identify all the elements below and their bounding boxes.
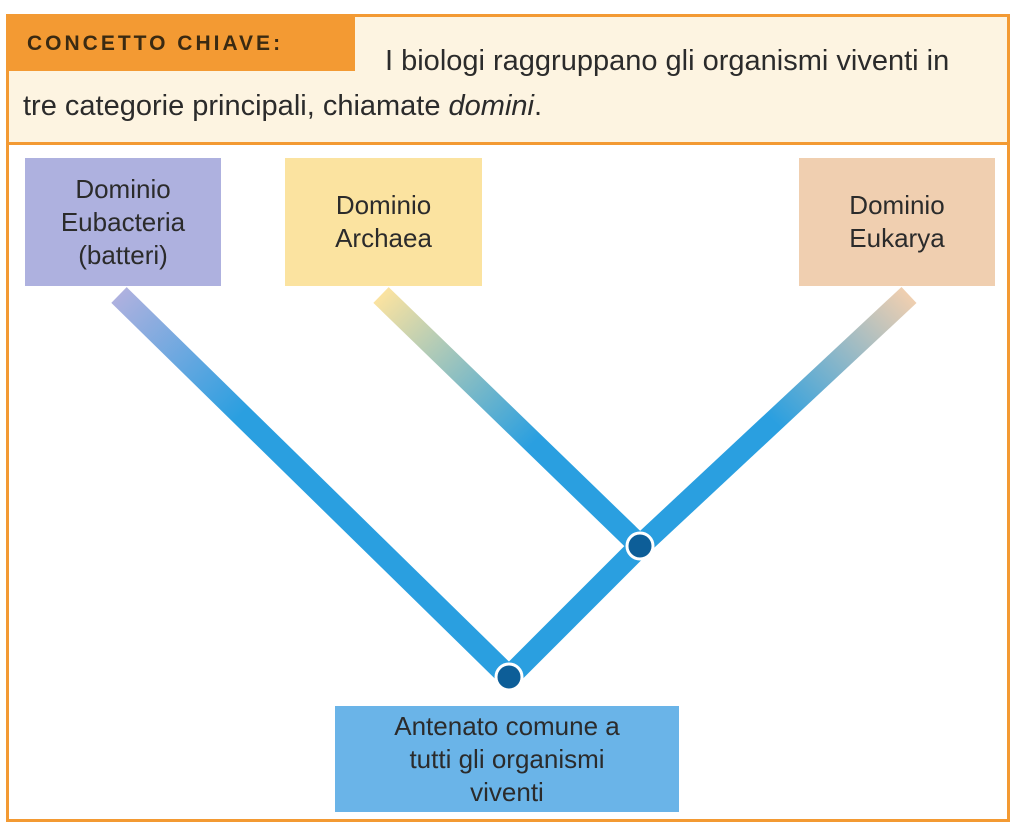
node-common-ancestor (494, 662, 524, 692)
key-concept-panel: CONCETTO CHIAVE: I biologi raggruppano g… (9, 17, 1007, 145)
diagram-frame: CONCETTO CHIAVE: I biologi raggruppano g… (6, 14, 1010, 822)
key-concept-tag: CONCETTO CHIAVE: (9, 17, 355, 71)
branch-archaea (373, 287, 648, 554)
branch-eubacteria (111, 287, 517, 685)
domain-box-eukarya: Dominio Eukarya (799, 158, 995, 286)
key-concept-emphasis: domini (448, 90, 534, 122)
key-concept-text-end: . (533, 90, 543, 122)
key-concept-text-main: I biologi raggruppano gli organismi vive… (23, 45, 950, 122)
phylogenetic-tree (111, 286, 917, 692)
domain-box-archaea: Dominio Archaea (285, 158, 482, 286)
node-archaea-eukarya (625, 531, 655, 561)
domain-box-eubacteria: Dominio Eubacteria (batteri) (25, 158, 221, 286)
branch-trunk (501, 538, 648, 685)
common-ancestor-box: Antenato comune a tutti gli organismi vi… (335, 706, 679, 812)
key-concept-text: I biologi raggruppano gli organismi vive… (23, 39, 983, 129)
branch-eukarya (632, 286, 917, 555)
